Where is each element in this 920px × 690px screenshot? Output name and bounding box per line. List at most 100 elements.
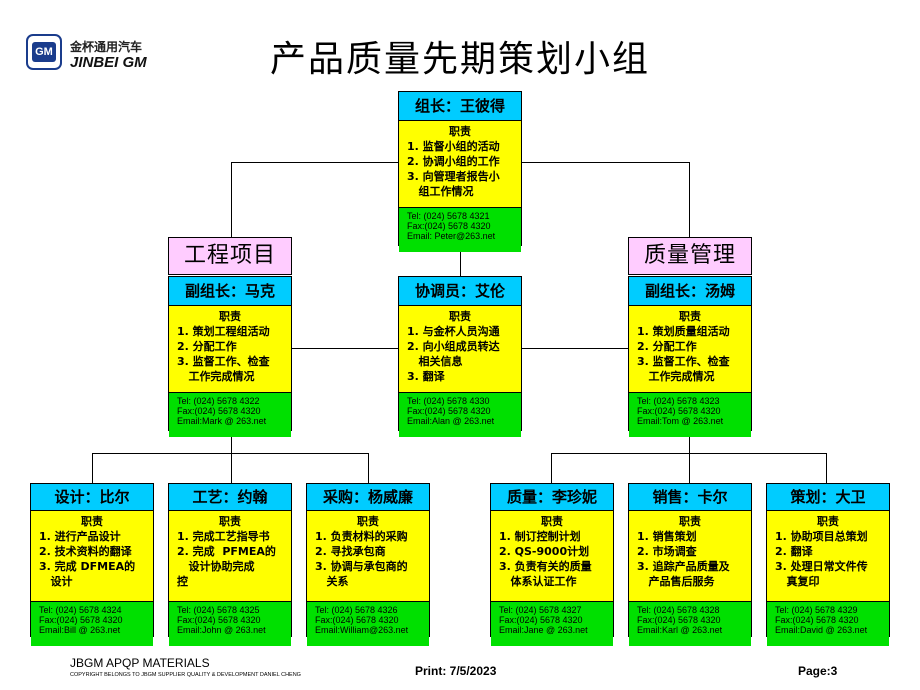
duty-item: 1. 完成工艺指导书 xyxy=(177,530,270,543)
leader-header: 组长：王彼得 xyxy=(399,92,521,121)
deputy-left-contact: Tel: (024) 5678 4322 Fax:(024) 5678 4320… xyxy=(169,393,291,437)
connector-line xyxy=(92,453,93,483)
duties-title: 职责 xyxy=(357,515,379,528)
logo-badge: GM xyxy=(26,34,62,70)
deputy-left-duties: 职责 1. 策划工程组活动 2. 分配工作 3. 监督工作、检查 工作完成情况 xyxy=(169,306,291,393)
connector-line xyxy=(551,453,552,483)
footer-copyright: COPYRIGHT BELONGS TO JBGM SUPPLIER QUALI… xyxy=(70,672,301,678)
deputy-left-header: 副组长：马克 xyxy=(169,277,291,306)
contact-fax: Fax:(024) 5678 4320 xyxy=(39,615,123,625)
connector-line xyxy=(460,246,461,276)
contact-email: Email:John @ 263.net xyxy=(177,625,266,635)
contact-tel: Tel: (024) 5678 4329 xyxy=(775,605,858,615)
connector-line xyxy=(231,162,398,163)
duty-item: 1. 监督小组的活动 xyxy=(407,140,500,153)
duty-item: 2. 完成 PFMEA的 xyxy=(177,545,276,558)
connector-line xyxy=(522,162,689,163)
duty-item: 关系 xyxy=(315,575,349,588)
contact-email: Email:Tom @ 263.net xyxy=(637,416,724,426)
contact-email: Email:William@263.net xyxy=(315,625,409,635)
duties-title: 职责 xyxy=(817,515,839,528)
duty-item: 2. 协调小组的工作 xyxy=(407,155,500,168)
deputy-right-header: 副组长：汤姆 xyxy=(629,277,751,306)
connector-line xyxy=(231,162,232,237)
duty-item: 相关信息 xyxy=(407,355,463,368)
connector-line xyxy=(231,431,232,453)
duties-title: 职责 xyxy=(449,310,471,323)
department-quality: 质量管理 xyxy=(628,237,752,275)
duty-item: 产品售后服务 xyxy=(637,575,715,588)
duty-item: 1. 策划质量组活动 xyxy=(637,325,730,338)
design-contact: Tel: (024) 5678 4324 Fax:(024) 5678 4320… xyxy=(31,602,153,646)
process-contact: Tel: (024) 5678 4325 Fax:(024) 5678 4320… xyxy=(169,602,291,646)
contact-fax: Fax:(024) 5678 4320 xyxy=(637,615,721,625)
design-header: 设计：比尔 xyxy=(31,484,153,511)
contact-fax: Fax:(024) 5678 4320 xyxy=(177,406,261,416)
contact-fax: Fax:(024) 5678 4320 xyxy=(775,615,859,625)
connector-line xyxy=(368,453,369,483)
coordinator-contact: Tel: (024) 5678 4330 Fax:(024) 5678 4320… xyxy=(399,393,521,437)
leader-box: 组长：王彼得 职责 1. 监督小组的活动 2. 协调小组的工作 3. 向管理者报… xyxy=(398,91,522,252)
deputy-right-box: 副组长：汤姆 职责 1. 策划质量组活动 2. 分配工作 3. 监督工作、检查 … xyxy=(628,276,752,437)
duty-item: 2. 分配工作 xyxy=(637,340,697,353)
page-title: 产品质量先期策划小组 xyxy=(269,39,650,80)
contact-fax: Fax:(024) 5678 4320 xyxy=(315,615,399,625)
contact-tel: Tel: (024) 5678 4326 xyxy=(315,605,398,615)
footer-materials: JBGM APQP MATERIALS xyxy=(70,656,210,670)
duty-item: 3. 追踪产品质量及 xyxy=(637,560,730,573)
connector-line xyxy=(92,453,369,454)
contact-email: Email:Mark @ 263.net xyxy=(177,416,267,426)
contact-tel: Tel: (024) 5678 4330 xyxy=(407,396,490,406)
contact-tel: Tel: (024) 5678 4323 xyxy=(637,396,720,406)
logo-english-name: JINBEI GM xyxy=(70,54,147,71)
duty-item: 1. 制订控制计划 xyxy=(499,530,581,543)
contact-email: Email:Jane @ 263.net xyxy=(499,625,588,635)
leader-duties: 职责 1. 监督小组的活动 2. 协调小组的工作 3. 向管理者报告小 组工作情… xyxy=(399,121,521,208)
duty-item: 组工作情况 xyxy=(407,185,474,198)
leader-contact: Tel: (024) 5678 4321 Fax:(024) 5678 4320… xyxy=(399,208,521,252)
contact-tel: Tel: (024) 5678 4321 xyxy=(407,211,490,221)
quality-box: 质量：李珍妮 职责 1. 制订控制计划 2. QS-9000计划 3. 负责有关… xyxy=(490,483,614,646)
purchasing-duties: 职责 1. 负责材料的采购 2. 寻找承包商 3. 协调与承包商的 关系 xyxy=(307,511,429,602)
connector-line xyxy=(826,453,827,483)
duty-item: 工作完成情况 xyxy=(177,370,255,383)
connector-line xyxy=(689,162,690,237)
duty-item: 1. 策划工程组活动 xyxy=(177,325,270,338)
connector-line xyxy=(292,348,398,349)
footer-page-number: Page:3 xyxy=(798,664,838,678)
planning-contact: Tel: (024) 5678 4329 Fax:(024) 5678 4320… xyxy=(767,602,889,646)
design-box: 设计：比尔 职责 1. 进行产品设计 2. 技术资料的翻译 3. 完成 DFME… xyxy=(30,483,154,646)
contact-email: Email:Alan @ 263.net xyxy=(407,416,495,426)
planning-duties: 职责 1. 协助项目总策划 2. 翻译 3. 处理日常文件传 真复印 xyxy=(767,511,889,602)
deputy-right-duties: 职责 1. 策划质量组活动 2. 分配工作 3. 监督工作、检查 工作完成情况 xyxy=(629,306,751,393)
planning-box: 策划：大卫 职责 1. 协助项目总策划 2. 翻译 3. 处理日常文件传 真复印… xyxy=(766,483,890,646)
process-box: 工艺：约翰 职责 1. 完成工艺指导书 2. 完成 PFMEA的 设计协助完成 … xyxy=(168,483,292,646)
connector-line xyxy=(231,453,232,483)
duties-title: 职责 xyxy=(219,515,241,528)
duty-item: 真复印 xyxy=(775,575,820,588)
connector-line xyxy=(689,431,690,453)
contact-fax: Fax:(024) 5678 4320 xyxy=(637,406,721,416)
planning-header: 策划：大卫 xyxy=(767,484,889,511)
contact-tel: Tel: (024) 5678 4327 xyxy=(499,605,582,615)
duty-item: 2. 分配工作 xyxy=(177,340,237,353)
sales-header: 销售：卡尔 xyxy=(629,484,751,511)
contact-tel: Tel: (024) 5678 4328 xyxy=(637,605,720,615)
duties-title: 职责 xyxy=(679,310,701,323)
duty-item: 3. 处理日常文件传 xyxy=(775,560,868,573)
duty-item: 2. 市场调查 xyxy=(637,545,697,558)
duty-item: 1. 负责材料的采购 xyxy=(315,530,408,543)
sales-contact: Tel: (024) 5678 4328 Fax:(024) 5678 4320… xyxy=(629,602,751,646)
contact-tel: Tel: (024) 5678 4324 xyxy=(39,605,122,615)
footer-print-date: Print: 7/5/2023 xyxy=(415,664,497,678)
deputy-right-contact: Tel: (024) 5678 4323 Fax:(024) 5678 4320… xyxy=(629,393,751,437)
connector-line xyxy=(689,453,690,483)
quality-duties: 职责 1. 制订控制计划 2. QS-9000计划 3. 负责有关的质量 体系认… xyxy=(491,511,613,602)
duty-item: 2. 技术资料的翻译 xyxy=(39,545,132,558)
sales-box: 销售：卡尔 职责 1. 销售策划 2. 市场调查 3. 追踪产品质量及 产品售后… xyxy=(628,483,752,646)
contact-fax: Fax:(024) 5678 4320 xyxy=(499,615,583,625)
logo-chinese-name: 金杯通用汽车 xyxy=(70,40,143,54)
duty-item: 设计 xyxy=(39,575,73,588)
purchasing-box: 采购：杨威廉 职责 1. 负责材料的采购 2. 寻找承包商 3. 协调与承包商的… xyxy=(306,483,430,646)
duty-item: 3. 负责有关的质量 xyxy=(499,560,592,573)
